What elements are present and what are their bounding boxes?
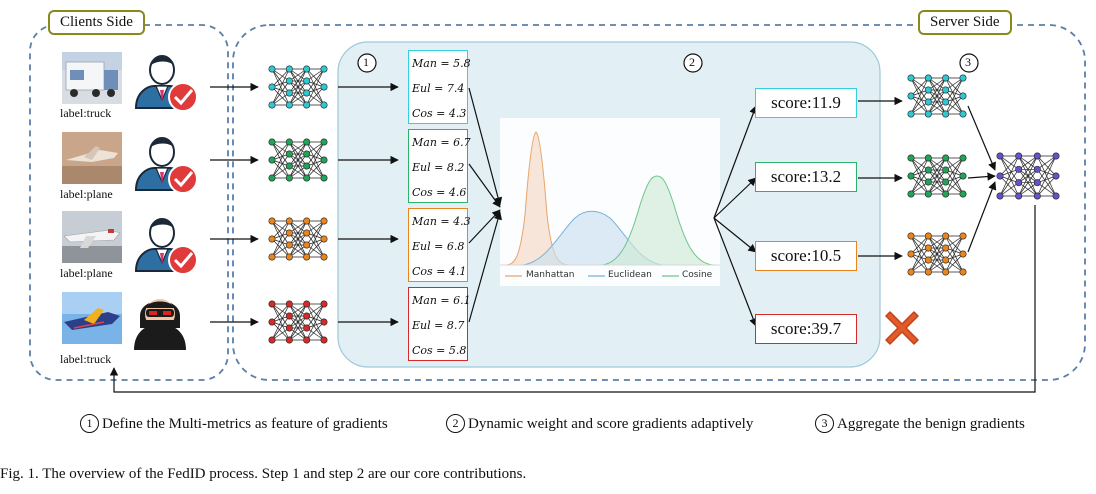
neural-network-icon [907,232,967,276]
step-legend-3-marker: 3 [815,414,834,433]
metric-euclidean: Eul = 8.2 [412,161,465,174]
truck-image [62,52,122,104]
clients-side-tag: Clients Side [48,10,145,35]
metric-euclidean: Eul = 6.8 [412,240,465,253]
truck-image [62,292,122,344]
metric-euclidean: Eul = 7.4 [412,82,465,95]
neural-network-icon [268,300,328,344]
neural-network-icon [268,217,328,261]
client-3-image-label: label:plane [60,266,113,280]
plane-image [62,211,122,263]
plane-image [62,132,122,184]
metric-cosine: Cos = 4.6 [412,186,467,199]
figure-caption: Fig. 1. The overview of the FedID proces… [0,466,527,482]
step-2-number: 2 [689,55,695,69]
step-legend-1-marker: 1 [80,414,99,433]
score-box-client-1: score:11.9 [755,88,857,118]
metric-manhattan: Man = 4.3 [412,215,471,228]
step-2-marker [683,53,703,73]
metrics-box-client-1: Man = 5.8 Eul = 7.4 Cos = 4.3 [408,50,471,124]
step-1-number: 1 [363,55,369,69]
legend-euclidean: Euclidean [608,270,652,280]
check-icon [168,245,198,275]
neural-network-icon [268,138,328,182]
check-icon [168,82,198,112]
metric-cosine: Cos = 4.1 [412,265,467,278]
neural-network-icon [907,74,967,118]
score-box-client-3: score:10.5 [755,241,857,271]
score-box-client-4: score:39.7 [755,314,857,344]
legend-manhattan: Manhattan [526,270,575,280]
client-1-image-label: label:truck [60,106,112,120]
step-legend-3-text: Aggregate the benign gradients [837,416,1025,432]
step-legend-1-text: Define the Multi-metrics as feature of g… [102,416,388,432]
step-legend-2-text: Dynamic weight and score gradients adapt… [468,416,754,432]
step-3-number: 3 [965,55,971,69]
server-side-tag: Server Side [918,10,1012,35]
cosine-curve [599,175,716,266]
metrics-box-client-4: Man = 6.1 Eul = 8.7 Cos = 5.8 [408,287,471,361]
hacker-icon [134,299,186,350]
server-side-region [232,24,1086,381]
reject-x-icon [885,311,919,345]
neural-network-icon [268,65,328,109]
metrics-box-client-2: Man = 6.7 Eul = 8.2 Cos = 4.6 [408,129,471,203]
step-1-marker [357,53,377,73]
score-box-client-2: score:13.2 [755,162,857,192]
client-4-image-label: label:truck [60,352,112,366]
client-to-model-arrows [109,82,1036,393]
neural-network-icon [996,152,1060,200]
metric-cosine: Cos = 4.3 [412,107,467,120]
client-2-image-label: label:plane [60,187,113,201]
step-legend-2-marker: 2 [446,414,465,433]
metric-euclidean: Eul = 8.7 [412,319,465,332]
metric-manhattan: Man = 5.8 [412,57,471,70]
metric-cosine: Cos = 5.8 [412,344,467,357]
check-icon [168,164,198,194]
step-3-marker [959,53,979,73]
metric-manhattan: Man = 6.7 [412,136,471,149]
distribution-curves [500,131,720,277]
metrics-box-client-3: Man = 4.3 Eul = 6.8 Cos = 4.1 [408,208,471,282]
metric-manhattan: Man = 6.1 [412,294,471,307]
legend-cosine: Cosine [682,270,713,280]
neural-network-icon [907,154,967,198]
clients-side-region [29,24,229,381]
